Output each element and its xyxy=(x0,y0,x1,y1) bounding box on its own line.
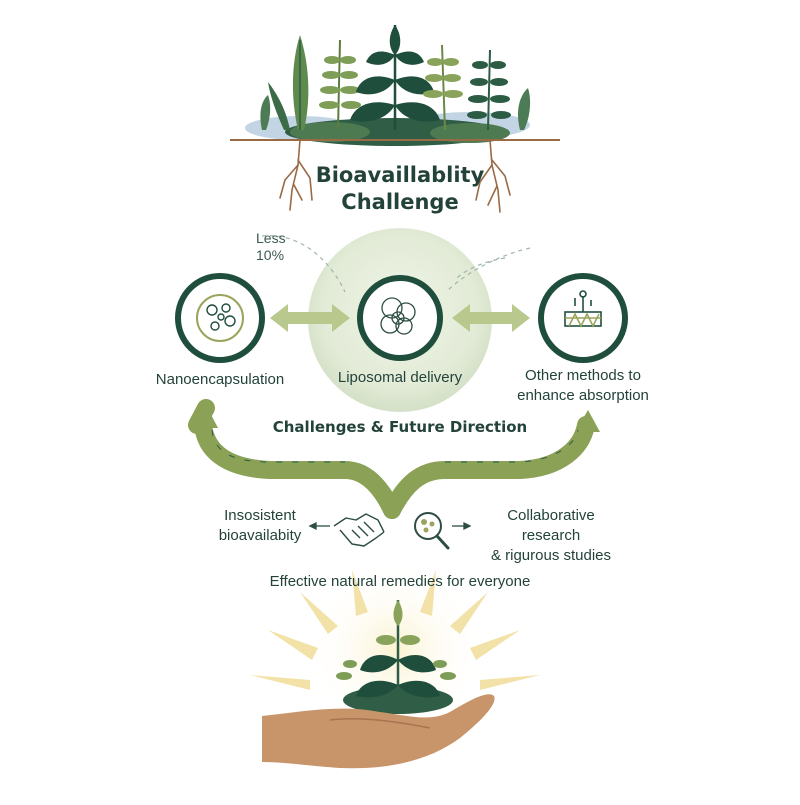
sprout-illustration xyxy=(336,600,456,714)
other-methods-line-2: enhance absorption xyxy=(517,387,649,404)
absorption-layer-icon xyxy=(564,290,602,328)
liposomal-delivery-circle xyxy=(357,275,443,361)
title-line-1: Bioavaillablity xyxy=(315,163,485,187)
other-methods-line-1: Other methods to xyxy=(525,367,641,384)
right-outcome-line-1: Collaborative research xyxy=(507,507,595,544)
cells-icon xyxy=(206,303,236,331)
footer-text: Effective natural remedies for everyone xyxy=(269,573,531,590)
other-methods-label: Other methods to enhance absorption xyxy=(503,366,663,406)
top-plants-illustration xyxy=(230,25,560,146)
liposome-icon xyxy=(380,297,416,335)
handshake-icon xyxy=(333,513,385,547)
hand-illustration xyxy=(262,694,495,769)
right-outcome-label: Collaborative research & rigurous studie… xyxy=(476,506,626,566)
section-heading: Challenges & Future Direction xyxy=(272,418,528,436)
arrow-to-left-outcome xyxy=(308,521,330,531)
flow-arrow-left xyxy=(188,399,401,519)
left-outcome-label: Insosistent bioavailabity xyxy=(212,506,308,546)
liposomal-delivery-label: Liposomal delivery xyxy=(337,369,463,386)
nanoencapsulation-circle xyxy=(175,273,265,363)
other-methods-circle xyxy=(538,273,628,363)
sun-rays xyxy=(250,570,540,690)
double-arrow-left xyxy=(270,304,350,332)
double-arrow-right xyxy=(452,304,530,332)
flow-arrow-right xyxy=(383,410,600,519)
less-note: Less 10% xyxy=(256,230,296,264)
arrow-to-right-outcome xyxy=(452,521,472,531)
dashed-annotation-arrows xyxy=(261,235,531,293)
left-outcome-line-1: Insosistent xyxy=(224,507,296,524)
right-outcome-line-2: & rigurous studies xyxy=(490,547,612,564)
less-note-line-1: Less xyxy=(256,230,286,246)
roots-illustration xyxy=(279,139,511,213)
diagram-title: Bioavaillablity Challenge xyxy=(300,162,500,216)
magnifier-icon xyxy=(414,512,450,550)
less-note-line-2: 10% xyxy=(256,247,285,263)
nanoencapsulation-label: Nanoencapsulation xyxy=(155,371,285,388)
left-outcome-line-2: bioavailabity xyxy=(218,527,302,544)
title-line-2: Challenge xyxy=(341,190,459,214)
